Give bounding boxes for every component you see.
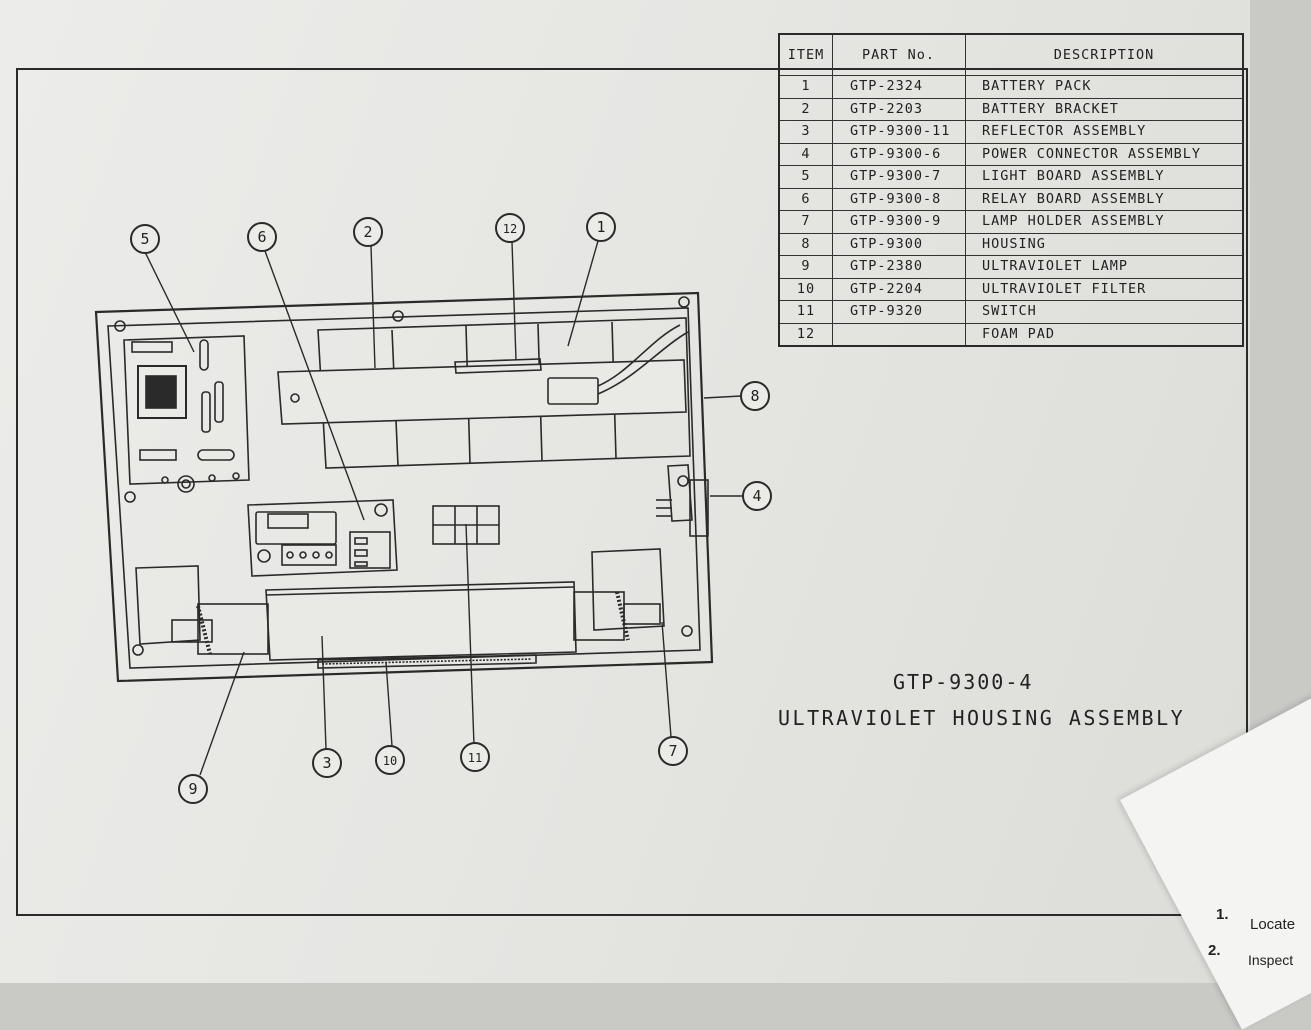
battery-bracket	[277, 324, 689, 425]
callout-label: 7	[668, 742, 677, 760]
part-number: GTP-9300-7	[832, 165, 966, 188]
callout-label: 8	[750, 387, 759, 405]
callout-8: 8	[740, 381, 770, 411]
leader-lines	[144, 240, 743, 776]
item-number: 8	[780, 232, 833, 255]
part-number: GTP-9300	[832, 232, 966, 255]
part-number: GTP-9300-11	[832, 120, 966, 143]
header-item: ITEM	[780, 35, 833, 75]
callout-3: 3	[312, 748, 342, 778]
item-number: 6	[780, 187, 833, 210]
part-description: RELAY BOARD ASSEMBLY	[982, 190, 1165, 207]
callout-label: 4	[752, 487, 761, 505]
step-2-number: 2.	[1208, 942, 1221, 959]
part-number: GTP-2204	[832, 277, 966, 300]
step-2-text: Inspect	[1248, 952, 1294, 968]
callout-label: 1	[596, 218, 605, 236]
callout-7: 7	[658, 736, 688, 766]
part-number	[832, 322, 966, 345]
part-description: POWER CONNECTOR ASSEMBLY	[982, 145, 1202, 162]
callout-label: 10	[383, 754, 397, 768]
part-description: BATTERY BRACKET	[982, 100, 1119, 117]
callout-label: 9	[188, 780, 197, 798]
callout-label: 12	[503, 222, 517, 236]
part-number: GTP-2380	[832, 255, 966, 278]
callout-5: 5	[130, 224, 160, 254]
drawing-border	[16, 68, 1248, 916]
callout-6: 6	[247, 222, 277, 252]
step-1-number: 1.	[1216, 906, 1229, 923]
part-number: GTP-9300-9	[832, 210, 966, 233]
part-description: BATTERY PACK	[982, 78, 1092, 95]
part-description: LIGHT BOARD ASSEMBLY	[982, 168, 1165, 185]
part-description: SWITCH	[982, 303, 1037, 320]
light-board	[123, 335, 250, 493]
item-number: 2	[780, 97, 833, 120]
mounting-screws	[114, 296, 693, 656]
part-number: GTP-2203	[832, 97, 966, 120]
power-connector	[656, 464, 709, 537]
callout-1: 1	[586, 212, 616, 242]
callout-4: 4	[742, 481, 772, 511]
header-part-no: PART No.	[832, 35, 966, 75]
part-number: GTP-9300-6	[832, 142, 966, 165]
relay-board	[247, 499, 398, 577]
item-number: 3	[780, 120, 833, 143]
housing-outline	[94, 291, 714, 683]
callout-9: 9	[178, 774, 208, 804]
callout-2: 2	[353, 217, 383, 247]
item-number: 12	[780, 322, 833, 345]
drawing-title: ULTRAVIOLET HOUSING ASSEMBLY	[778, 706, 1186, 730]
lamp-holders	[135, 548, 665, 655]
part-description: REFLECTOR ASSEMBLY	[982, 123, 1147, 140]
part-description: FOAM PAD	[982, 325, 1056, 342]
uv-filter	[317, 654, 537, 669]
item-number: 10	[780, 277, 833, 300]
callout-12: 12	[495, 213, 525, 243]
part-description: ULTRAVIOLET FILTER	[982, 280, 1147, 297]
part-description: ULTRAVIOLET LAMP	[982, 258, 1129, 275]
item-number: 5	[780, 165, 833, 188]
callout-label: 2	[363, 223, 372, 241]
item-number: 1	[780, 75, 833, 98]
table-row: 12 FOAM PAD	[780, 322, 1242, 345]
drawing-sheet	[0, 0, 1250, 983]
callout-label: 6	[257, 228, 266, 246]
reflector-assembly	[265, 581, 577, 661]
part-description: HOUSING	[982, 235, 1046, 252]
callout-label: 5	[140, 230, 149, 248]
part-number: GTP-9320	[832, 300, 966, 323]
part-number: GTP-9300-8	[832, 187, 966, 210]
header-description: DESCRIPTION	[1053, 47, 1155, 63]
item-number: 4	[780, 142, 833, 165]
callout-label: 3	[322, 754, 331, 772]
step-1-text: Locate	[1250, 916, 1296, 933]
part-number: GTP-2324	[832, 75, 966, 98]
callout-label: 11	[468, 751, 482, 765]
callout-10: 10	[375, 745, 405, 775]
item-number: 9	[780, 255, 833, 278]
drawing-number: GTP-9300-4	[893, 670, 1034, 694]
item-number: 7	[780, 210, 833, 233]
callout-11: 11	[460, 742, 490, 772]
part-description: LAMP HOLDER ASSEMBLY	[982, 213, 1165, 230]
item-number: 11	[780, 300, 833, 323]
